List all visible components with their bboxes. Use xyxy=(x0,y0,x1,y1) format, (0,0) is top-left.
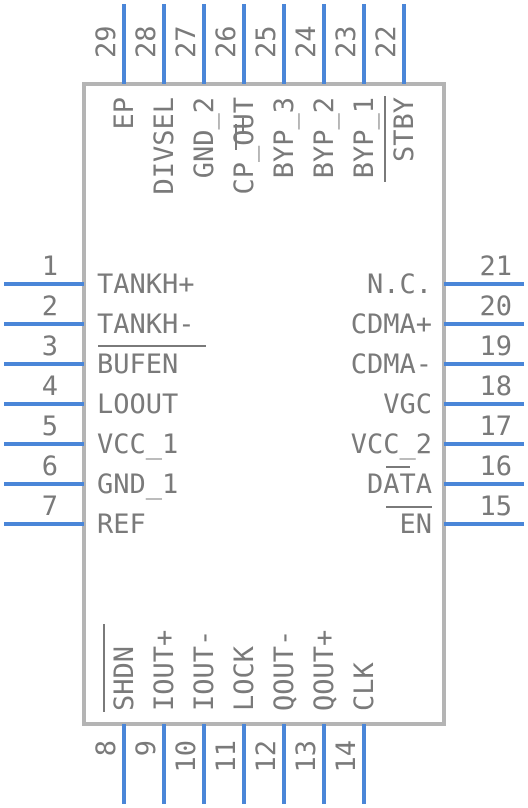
pin-number-17: 17 xyxy=(479,411,512,442)
pin-number-7: 7 xyxy=(42,491,58,522)
pin-label-shdn: SHDN xyxy=(109,646,140,711)
pin-label-gnd-1: GND_1 xyxy=(97,469,178,500)
pin-number-23: 23 xyxy=(331,25,362,58)
pin-number-12: 12 xyxy=(251,740,282,773)
pin-number-29: 29 xyxy=(91,25,122,58)
pin-label-iout: IOUT- xyxy=(189,630,220,711)
pin-label-qout: QOUT- xyxy=(269,630,300,711)
pin-number-10: 10 xyxy=(171,740,202,773)
pin-number-1: 1 xyxy=(42,251,58,282)
pin-label-tankh: TANKH- xyxy=(97,309,195,340)
pin-label-vgc: VGC xyxy=(383,389,432,420)
pin-number-24: 24 xyxy=(291,25,322,58)
pin-number-2: 2 xyxy=(42,291,58,322)
pin-label-en: EN xyxy=(399,509,432,540)
pin-label-vcc-2: VCC_2 xyxy=(351,429,432,460)
pin-label-ep: EP xyxy=(109,97,140,130)
pin-number-9: 9 xyxy=(131,740,162,756)
pin-label-cdma: CDMA- xyxy=(351,349,432,380)
pin-number-15: 15 xyxy=(479,491,512,522)
pin-number-13: 13 xyxy=(291,740,322,773)
pin-number-26: 26 xyxy=(211,25,242,58)
pin-number-27: 27 xyxy=(171,25,202,58)
pin-lines xyxy=(4,4,524,804)
pin-label-byp-2: BYP_2 xyxy=(309,97,340,178)
pin-label-cp-out: CP_OUT xyxy=(229,97,260,195)
pin-number-25: 25 xyxy=(251,25,282,58)
pin-label-loout: LOOUT xyxy=(97,389,178,420)
pin-number-28: 28 xyxy=(131,25,162,58)
pin-label-lock: LOCK xyxy=(229,645,260,711)
pin-label-data: DATA xyxy=(367,469,432,500)
pin-label-byp-3: BYP_3 xyxy=(269,97,300,178)
pin-label-cdma: CDMA+ xyxy=(351,309,432,340)
pin-label-n-c: N.C. xyxy=(367,269,432,300)
ic-body xyxy=(82,82,446,726)
pin-label-stby: STBY xyxy=(389,97,420,162)
pin-number-6: 6 xyxy=(42,451,58,482)
pin-label-bufen: BUFEN xyxy=(97,349,178,380)
active-low-overbars xyxy=(98,96,432,712)
pin-number-3: 3 xyxy=(42,331,58,362)
pin-label-gnd-2: GND_2 xyxy=(189,97,220,178)
pin-number-11: 11 xyxy=(211,740,242,773)
pin-label-byp-1: BYP_1 xyxy=(349,97,380,178)
pin-label-iout: IOUT+ xyxy=(149,630,180,711)
pin-number-14: 14 xyxy=(331,740,362,773)
pin-number-16: 16 xyxy=(479,451,512,482)
pin-number-20: 20 xyxy=(479,291,512,322)
pin-label-ref: REF xyxy=(97,509,146,540)
pin-number-8: 8 xyxy=(91,740,122,756)
pin-label-clk: CLK xyxy=(349,661,380,711)
pin-number-22: 22 xyxy=(371,25,402,58)
pin-label-divsel: DIVSEL xyxy=(149,97,180,195)
pin-number-19: 19 xyxy=(479,331,512,362)
pin-label-tankh: TANKH+ xyxy=(97,269,195,300)
pin-number-5: 5 xyxy=(42,411,58,442)
pin-number-21: 21 xyxy=(479,251,512,282)
pin-number-18: 18 xyxy=(479,371,512,402)
pin-label-qout: QOUT+ xyxy=(309,630,340,711)
pin-number-4: 4 xyxy=(42,371,58,402)
pin-label-vcc-1: VCC_1 xyxy=(97,429,178,460)
